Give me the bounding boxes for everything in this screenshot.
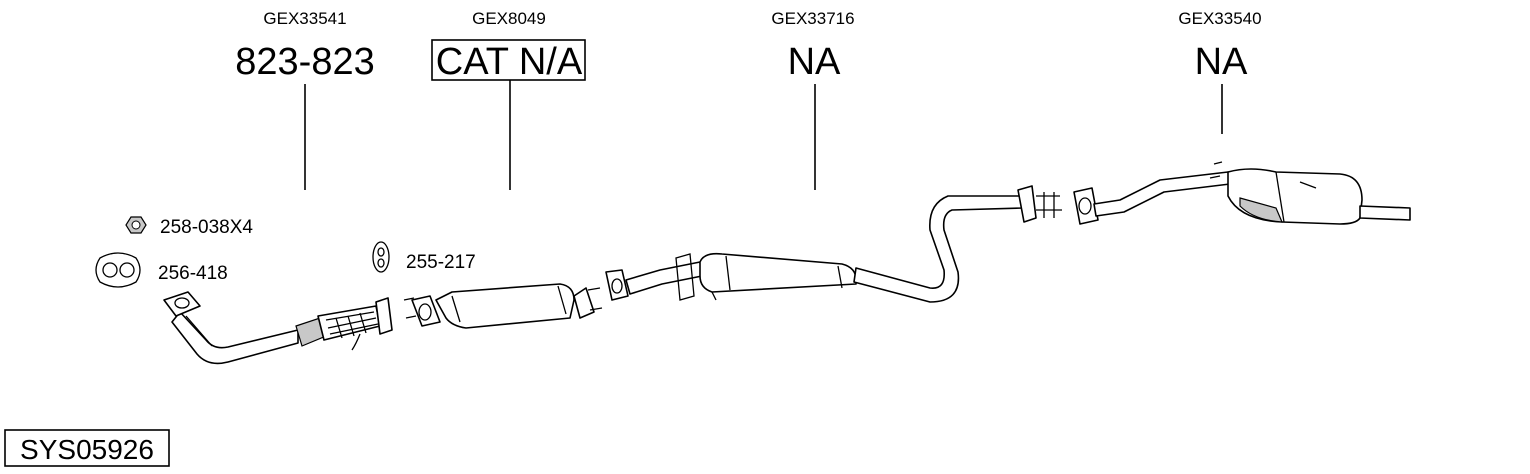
rear-silencer[interactable] (1073, 161, 1411, 225)
assembly-ref: NA (1195, 41, 1248, 83)
assembly-code: GEX8049 (472, 9, 546, 28)
assembly-ref: 823-823 (235, 41, 374, 83)
rubber-mount-icon (372, 241, 390, 273)
system-id-box (4, 429, 170, 467)
centre-pipe-silencer[interactable] (605, 185, 1062, 303)
assembly-4[interactable]: GEX33540 NA (1178, 9, 1262, 134)
assembly-ref: CAT N/A (436, 41, 583, 83)
nut-icon (125, 216, 147, 234)
part-number: 256-418 (158, 263, 228, 284)
assembly-code: GEX33541 (263, 9, 346, 28)
assembly-1[interactable]: GEX33541 823-823 (235, 9, 375, 190)
assembly-code: GEX33540 (1178, 9, 1261, 28)
assembly-3[interactable]: GEX33716 NA (771, 9, 855, 190)
front-pipe[interactable] (163, 291, 393, 365)
part-rubber-mount[interactable]: 255-217 (372, 241, 476, 273)
part-number: 258-038X4 (160, 217, 253, 238)
catalytic-converter[interactable] (403, 283, 603, 329)
assembly-ref: NA (788, 41, 841, 83)
part-gasket[interactable]: 256-418 (95, 252, 228, 288)
part-nut[interactable]: 258-038X4 (125, 216, 253, 238)
ref-box (431, 39, 586, 81)
gasket-icon (95, 252, 141, 288)
assembly-2[interactable]: GEX8049 CAT N/A (431, 9, 586, 190)
part-number: 255-217 (406, 252, 476, 273)
system-id: SYS05926 (20, 434, 154, 465)
assembly-code: GEX33716 (771, 9, 854, 28)
system-id-label: SYS05926 (4, 429, 170, 467)
